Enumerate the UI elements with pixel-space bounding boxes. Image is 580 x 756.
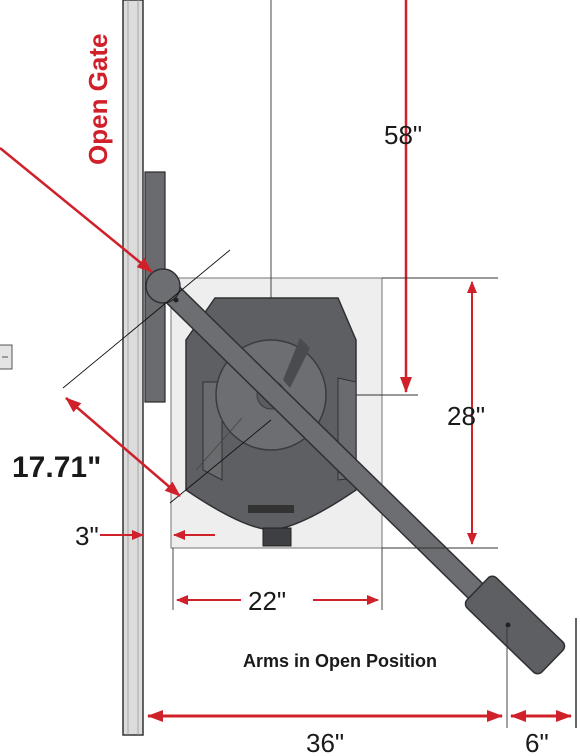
operator-arm — [145, 268, 566, 675]
pad-width-dim-label: 22" — [248, 586, 286, 616]
wall-gap-dim-label: 3" — [75, 521, 99, 551]
pad-depth-dim-label: 28" — [447, 401, 485, 431]
height-dim-label: 58" — [384, 120, 422, 150]
arm-extension-dim-label: 6" — [525, 728, 549, 756]
offset-dim-arrow — [65, 397, 181, 497]
arms-position-label: Arms in Open Position — [243, 651, 437, 671]
hinge-leader-arrow — [0, 147, 153, 273]
wall — [122, 0, 144, 736]
offset-dim-label: 17.71" — [12, 451, 101, 484]
arm-length-dim-label: 36" — [306, 728, 344, 756]
open-gate-label: Open Gate — [83, 34, 113, 165]
